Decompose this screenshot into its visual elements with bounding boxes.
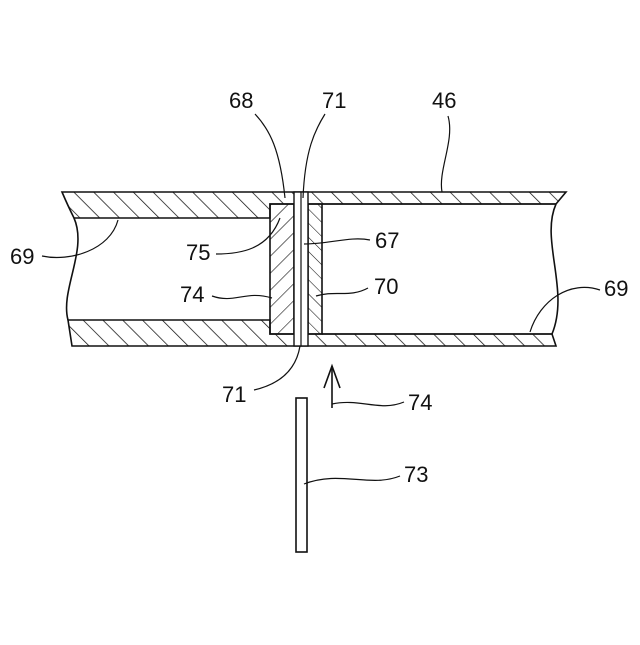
label-75: 75 xyxy=(186,240,210,265)
left-break-line xyxy=(67,218,78,320)
leader-73 xyxy=(304,476,400,484)
label-69-right: 69 xyxy=(604,276,628,301)
label-46: 46 xyxy=(432,88,456,113)
right-break-line xyxy=(551,204,558,334)
block-70 xyxy=(308,204,322,334)
label-69-left: 69 xyxy=(10,244,34,269)
leader-46 xyxy=(441,116,449,192)
label-67: 67 xyxy=(375,228,399,253)
label-73: 73 xyxy=(404,462,428,487)
rod-73 xyxy=(296,398,307,552)
label-71-top: 71 xyxy=(322,88,346,113)
leader-70 xyxy=(316,288,368,296)
leader-69-left xyxy=(42,220,118,258)
leader-71-bottom xyxy=(254,346,300,390)
leader-74-left xyxy=(212,295,272,298)
block-75 xyxy=(270,204,294,334)
label-71-bottom: 71 xyxy=(222,382,246,407)
leader-71-top xyxy=(303,114,325,198)
label-74-arrow: 74 xyxy=(408,390,432,415)
leader-69-right xyxy=(530,287,600,332)
label-70: 70 xyxy=(374,274,398,299)
leader-68 xyxy=(255,114,285,198)
label-68: 68 xyxy=(229,88,253,113)
label-74-left: 74 xyxy=(180,282,204,307)
leader-74-arrow xyxy=(332,402,404,406)
